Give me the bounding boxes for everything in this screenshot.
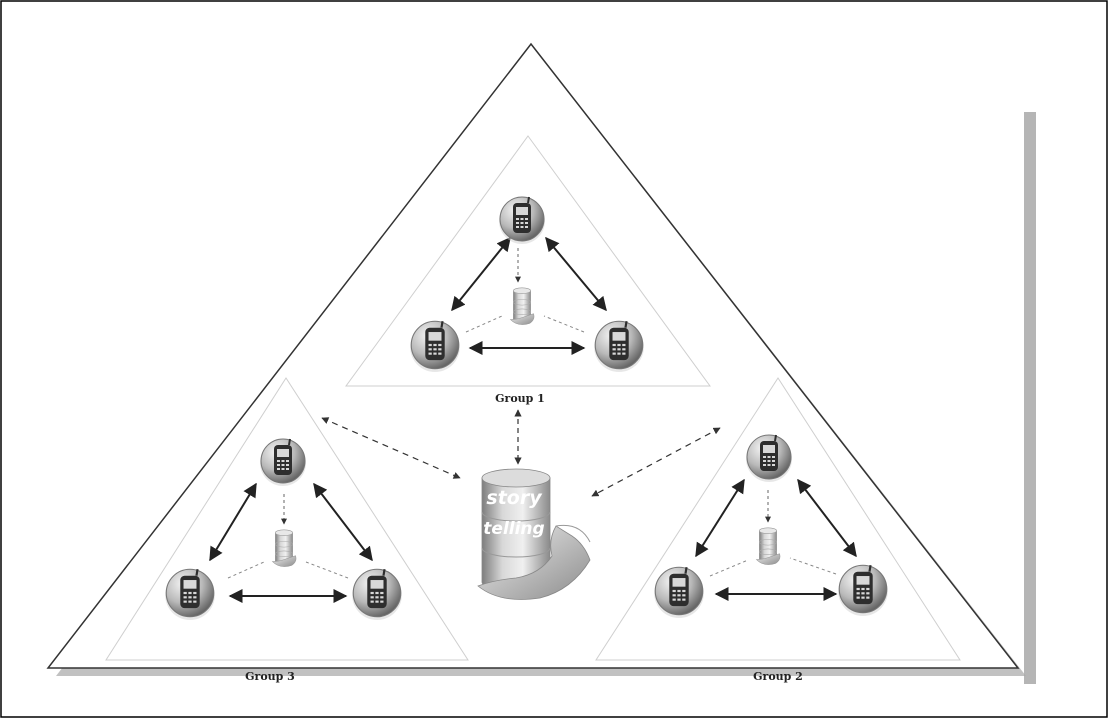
group-2-label: Group 2 [753, 670, 803, 683]
local-db-link [305, 561, 349, 579]
peer-link-arrow [209, 482, 257, 562]
mobile-phone-icon [409, 320, 461, 372]
local-db-link [465, 315, 503, 333]
mobile-phone-icon [593, 320, 645, 372]
local-db-link [709, 559, 749, 577]
group-1-label: Group 1 [495, 392, 545, 405]
side-shadow-bar [1024, 112, 1036, 684]
group-2-db-link [591, 427, 721, 497]
database-hand-icon [272, 529, 297, 568]
mobile-phone-icon [498, 196, 546, 244]
database-hand-icon [510, 287, 535, 326]
group-1-cluster: Group 1 [409, 196, 645, 405]
mobile-phone-icon [745, 434, 793, 482]
group-3-cluster: Group 3 [164, 438, 403, 683]
mobile-phone-icon [653, 566, 705, 618]
database-hand-icon [756, 527, 781, 566]
storytelling-database: story telling [321, 409, 721, 600]
database-hand-icon [477, 468, 591, 600]
local-db-link [227, 561, 265, 579]
local-db-link [543, 315, 585, 333]
peer-link-arrow [313, 482, 373, 562]
mobile-phone-icon [164, 568, 216, 620]
peer-link-arrow [797, 478, 857, 558]
mobile-phone-icon [259, 438, 307, 486]
group-2-cluster: Group 2 [653, 434, 889, 683]
group-3-label: Group 3 [245, 670, 295, 683]
local-db-link [789, 557, 837, 575]
group-3-db-link [321, 417, 461, 479]
database-label-line-1: story [486, 487, 543, 509]
mobile-phone-icon [837, 564, 889, 616]
mobile-phone-icon [351, 568, 403, 620]
peer-link-arrow [451, 236, 511, 312]
peer-link-arrow [545, 236, 607, 312]
peer-link-arrow [695, 478, 745, 558]
database-label-line-2: telling [483, 519, 544, 539]
